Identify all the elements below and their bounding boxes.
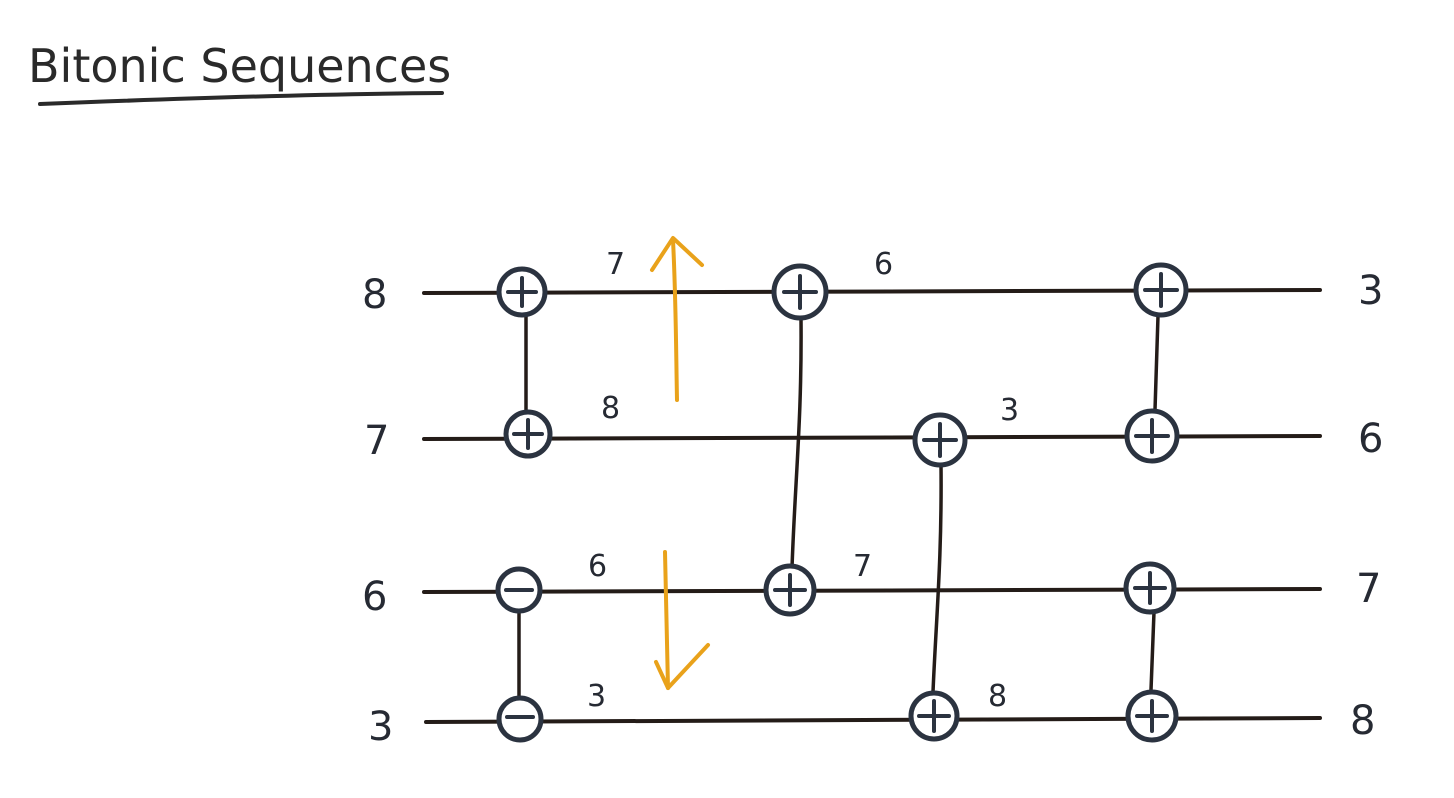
stage-2-node-2 [763,563,817,617]
stage-2-label-3: 8 [988,679,1007,714]
stage-3-node-2 [1123,561,1177,615]
wire-2 [422,587,1322,594]
stage-3 [1123,262,1189,743]
stage-1-node-1 [503,409,553,459]
output-3: 8 [1350,698,1375,744]
stage-3-node-3 [1125,689,1179,743]
input-values: 8 7 6 3 [362,272,393,750]
stage-2-node-1 [912,412,968,468]
direction-arrows [650,236,710,690]
wire-1 [422,434,1322,441]
stage-2-node-3 [908,690,960,742]
input-2: 6 [362,574,387,620]
wire-3 [424,716,1322,724]
stage-1-node-3 [496,695,544,743]
stage-1-node-0 [496,266,548,318]
comparator-link [931,462,943,694]
stage-2-label-2: 7 [853,549,872,584]
stage-1-label-1: 8 [601,391,620,426]
stage-1: 7 8 6 3 [495,247,625,743]
stage-1-node-2 [495,566,543,614]
stage-2: 6 3 7 8 [763,247,1019,742]
output-values: 3 6 7 8 [1350,268,1383,744]
page-title: Bitonic Sequences [28,39,451,93]
output-2: 7 [1356,566,1381,612]
wires [422,288,1322,724]
stage-2-label-1: 3 [1000,393,1019,428]
stage-1-label-2: 6 [588,549,607,584]
comparator-link [1149,610,1156,692]
stage-2-label-0: 6 [874,247,893,282]
input-0: 8 [362,272,387,318]
comparator-link [790,316,803,570]
title-underline [38,91,444,106]
stage-3-node-1 [1124,408,1180,464]
stage-1-label-0: 7 [606,247,625,282]
input-3: 3 [368,704,393,750]
output-0: 3 [1358,268,1383,314]
stage-1-label-3: 3 [587,679,606,714]
input-1: 7 [364,418,389,464]
output-1: 6 [1358,416,1383,462]
stage-2-node-0 [771,263,829,321]
stage-3-node-0 [1133,262,1189,318]
comparator-link [1153,314,1160,412]
arrow-down-icon [654,550,710,690]
arrow-up-icon [650,236,704,402]
